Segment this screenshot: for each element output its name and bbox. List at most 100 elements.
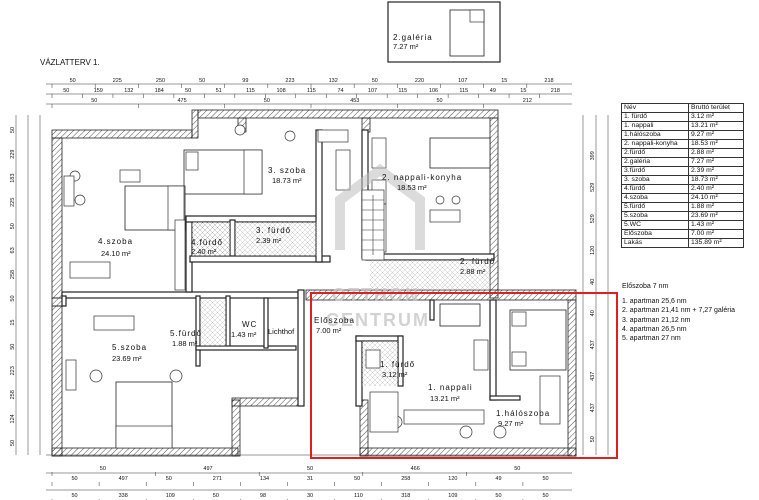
room-5-szoba-name: 5.szoba (112, 343, 147, 352)
dimension-label: 110 (354, 493, 363, 499)
room-3-szoba-name: 3. szoba (268, 166, 306, 175)
dimension-label: 50 (543, 493, 549, 499)
dimension-label: 50 (10, 440, 16, 446)
dimension-label: 134 (260, 476, 269, 482)
dimension-label: 220 (415, 78, 424, 84)
area-table-area: 23.69 m² (688, 211, 744, 221)
dimension-label: 132 (124, 88, 133, 94)
area-table-room: 5.fürdő (621, 202, 689, 212)
dimension-label: 50 (213, 493, 219, 499)
dimension-label: 50 (372, 78, 378, 84)
notes-line: 3. apartman 21,12 nm (622, 316, 691, 324)
dimension-label: 74 (338, 88, 344, 94)
room-2-nappali-area: 18.53 m² (397, 183, 427, 192)
dimension-label: 40 (590, 279, 596, 285)
area-table-area: 7.00 m² (688, 229, 744, 239)
dimension-label: 50 (437, 98, 443, 104)
dimension-label: 159 (94, 88, 103, 94)
area-table-room: 3.fürdő (621, 166, 689, 176)
dimension-label: 466 (411, 466, 420, 472)
dimension-label: 120 (448, 476, 457, 482)
notes-line: 1. apartman 25,6 nm (622, 298, 687, 306)
area-table-area: 1.88 m² (688, 202, 744, 212)
dimension-label: 50 (91, 98, 97, 104)
room-3-furdo-name: 3. fürdő (256, 226, 291, 235)
sofa-icon (439, 303, 481, 327)
room-1-furdo-name: 1. fürdő (380, 360, 415, 369)
dimension-label: 338 (119, 493, 128, 499)
notes-title: Előszoba 7 nm (622, 283, 669, 290)
dimension-label: 437 (590, 372, 596, 381)
dimension-label: 15 (520, 88, 526, 94)
highlight-box (310, 292, 618, 459)
room-2-nappali-name: 2. nappali-konyha (382, 173, 462, 182)
lichthof-label: Lichthof (268, 327, 295, 336)
room-2-furdo-name: 2. fürdő (460, 257, 495, 266)
dimension-label: 218 (551, 88, 560, 94)
area-table-room: Lakás (621, 238, 689, 248)
dimension-label: 51 (216, 88, 222, 94)
area-table-area: 9.27 m² (688, 130, 744, 140)
room-5-szoba-area: 23.69 m² (112, 354, 142, 363)
dimension-label: 50 (100, 466, 106, 472)
dimension-label: 132 (329, 78, 338, 84)
area-table-room: 3. szoba (621, 175, 689, 185)
area-table-area: 135.89 m² (688, 238, 744, 248)
dimension-label: 50 (10, 223, 16, 229)
dimension-label: 223 (10, 366, 16, 375)
dimension-label: 529 (590, 183, 596, 192)
area-table-area: 18.53 m² (688, 139, 744, 149)
area-table-area: 3.12 m² (688, 112, 744, 122)
gallery-name: 2.galéria (393, 33, 433, 42)
dimension-label: 40 (590, 310, 596, 316)
dimension-label: 108 (277, 88, 286, 94)
dimension-label: 50 (63, 88, 69, 94)
gallery-inset: 2.galéria 7.27 m² (387, 1, 501, 63)
room-wc-area: 1.43 m² (231, 330, 257, 339)
dimension-label: 50 (354, 476, 360, 482)
dimension-label: 318 (401, 493, 410, 499)
area-table-room: 1. fürdő (621, 112, 689, 122)
dimension-label: 475 (178, 98, 187, 104)
dimension-label: 529 (590, 214, 596, 223)
dimension-label: 115 (398, 88, 407, 94)
area-table-area: 13.21 m² (688, 121, 744, 131)
dimension-label: 258 (10, 390, 16, 399)
dimension-label: 223 (285, 78, 294, 84)
dimension-label: 50 (72, 493, 78, 499)
area-table-room: 4.fürdő (621, 184, 689, 194)
room-1-nappali-name: 1. nappali (428, 383, 473, 392)
dimension-label: 50 (10, 127, 16, 133)
dimension-label: 124 (10, 414, 16, 423)
dimension-label: 258 (10, 270, 16, 279)
area-table-area: 2.40 m² (688, 184, 744, 194)
dimension-label: 109 (448, 493, 457, 499)
room-5-furdo-area: 1.88 m² (172, 339, 198, 348)
dimension-label: 115 (246, 88, 255, 94)
dimension-label: 50 (10, 344, 16, 350)
gallery-area: 7.27 m² (393, 42, 419, 51)
dimension-label: 497 (119, 476, 128, 482)
dimension-label: 497 (203, 466, 212, 472)
dimension-label: 50 (185, 88, 191, 94)
dimension-label: 49 (490, 88, 496, 94)
room-2-furdo-area: 2.88 m² (460, 267, 486, 276)
dimension-label: 50 (543, 476, 549, 482)
room-1-furdo-area: 3.12 m² (382, 370, 408, 379)
stairs (361, 189, 385, 261)
dimension-label: 258 (401, 476, 410, 482)
dimension-label: 63 (10, 247, 16, 253)
area-table-room: 5.WC (621, 220, 689, 230)
